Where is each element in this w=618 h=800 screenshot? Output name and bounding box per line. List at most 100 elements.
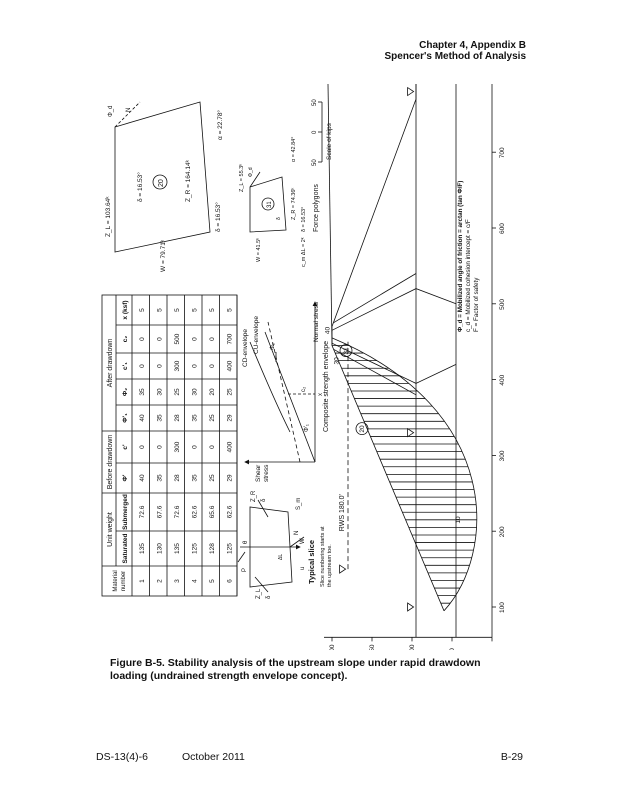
table-cell: 35 [157, 474, 164, 482]
table-cell: 25 [209, 474, 216, 482]
table-cell: 28 [174, 414, 181, 422]
slice-label-delta-l: δ [266, 595, 272, 599]
strength-envelope-diagram [244, 301, 318, 465]
table-cell: 0 [157, 337, 164, 341]
table-cell: 62.6 [192, 505, 199, 518]
polygon-20-zl: Z_L = 103.64ᵏ [105, 196, 112, 237]
legend-c-d: c_d = Mobilized cohesion intercept = c/F [465, 219, 472, 332]
polygon-31-phi: Φ_d [248, 167, 254, 177]
water-level-icon [339, 564, 347, 574]
table-cell: 0 [192, 337, 199, 341]
polygon-20-delta-1: δ = 16.53° [136, 172, 144, 202]
table-cell: 25 [174, 388, 181, 396]
table-column-header: Φ'₁ [122, 413, 129, 423]
table-cell: 62.6 [227, 505, 234, 518]
table-cell: 2 [157, 579, 164, 583]
chapter-header: Chapter 4, Appendix B [419, 40, 526, 51]
slices [332, 345, 477, 604]
typical-slice-title: Typical slice [307, 540, 316, 584]
slice-label-zr: Z_R [251, 490, 257, 502]
scale-label: Scale of kips [326, 122, 333, 160]
water-level-icon [407, 86, 415, 97]
table-cell: 0 [139, 337, 146, 341]
table-cell: 128 [209, 543, 216, 554]
slice-label-u: u [300, 567, 306, 570]
polygon-20-alpha: α = 22.78° [216, 110, 224, 140]
slice-label-w: W [300, 538, 306, 544]
table-cell: 700 [227, 333, 234, 344]
normal-stress-label: Normal stress [313, 301, 320, 342]
slice-number-circle [339, 344, 353, 357]
table-cell: 500 [174, 333, 181, 344]
figure-caption: Figure B-5. Stability analysis of the up… [110, 657, 481, 682]
shear-stress-label-2: stress [263, 464, 270, 482]
slice-label-delta-r: δ [261, 498, 267, 502]
footer-page-number: B-29 [500, 751, 523, 763]
table-column-header: c' [122, 444, 129, 450]
table-cell: 0 [139, 364, 146, 368]
table-cell: 130 [157, 543, 164, 554]
table-cell: 25 [227, 388, 234, 396]
shear-stress-label-1: Shear [255, 464, 262, 482]
table-cell: 72.6 [139, 505, 146, 518]
table-cell: 1 [139, 579, 146, 583]
polygon-31-zl: Z_L = 55.3ᵏ [238, 164, 245, 192]
polygon-31-zr: Z_R = 74.36ᵏ [290, 188, 297, 220]
table-cell: 5 [139, 308, 146, 312]
table-cell: 30 [192, 388, 199, 396]
table-cell: 25 [209, 414, 216, 422]
x-label: x [318, 393, 324, 396]
cu-envelope-label: CU-envelope [253, 316, 260, 354]
slice-label-theta: θ [243, 540, 249, 544]
slice-number: 40 [325, 327, 332, 335]
x-tick-label: 600 [499, 223, 506, 234]
slice-label-n: N [294, 531, 300, 535]
table-cell: 35 [157, 414, 164, 422]
table-cell: 67.6 [157, 505, 164, 518]
x-tick-label: 100 [499, 602, 506, 613]
table-cell: 5 [209, 308, 216, 312]
crest-line [327, 83, 333, 346]
table-cell: 300 [174, 441, 181, 452]
table-cell: 300 [174, 360, 181, 371]
table-cell: 5 [157, 308, 164, 312]
table-cell: 20 [209, 388, 216, 396]
polygon-20-zr: Z_R = 164.14ᵏ [185, 159, 192, 202]
polygon-31-delta-symbol: δ [276, 217, 282, 220]
table-column-header: c₂ [122, 336, 129, 343]
table-cell: 28 [174, 474, 181, 482]
water-level-icon [407, 427, 415, 438]
slice-numbering-note-2: the upstream toe. [327, 544, 333, 587]
polygon-20-w: W = 79.71ᵏ [160, 239, 167, 272]
table-cell: 400 [227, 360, 234, 371]
table-group-header: Unit weight [107, 512, 114, 547]
table-cell: 29 [227, 474, 234, 482]
slice-numbering-note-1: Slice numbering starts at [320, 526, 326, 587]
table-cell: 6 [227, 579, 234, 583]
table-cell: 29 [227, 414, 234, 422]
polygon-31-w: W = 41.5ᵏ [255, 238, 262, 262]
table-cell: 135 [139, 543, 146, 554]
table-cell: 65.6 [209, 505, 216, 518]
x-tick-label: 400 [499, 374, 506, 385]
table-column-header-cont: number [121, 571, 127, 591]
table-cell: 0 [209, 337, 216, 341]
table-cell: 0 [157, 364, 164, 368]
force-polygons-title: Force polygons [313, 184, 320, 232]
force-polygon-31 [249, 171, 287, 233]
dam-cross-section [324, 83, 496, 642]
table-cell: 0 [157, 445, 164, 449]
x-tick-label: 700 [499, 147, 506, 158]
slice-number: 20 [359, 425, 366, 433]
rws-label: RWS 180.0' [339, 494, 346, 531]
y-tick-label: 200 [329, 644, 336, 650]
table-column-header: c'₁ [122, 362, 129, 370]
table-cell: 0 [192, 445, 199, 449]
table-cell: 40 [139, 474, 146, 482]
table-cell: 5 [227, 308, 234, 312]
legend-factor-of-safety: F = Factor of safety [473, 277, 480, 332]
slice-number: 10 [455, 516, 462, 524]
slice-label-sm: S_m [296, 498, 302, 510]
scale-tick-right: 50 [312, 99, 318, 106]
